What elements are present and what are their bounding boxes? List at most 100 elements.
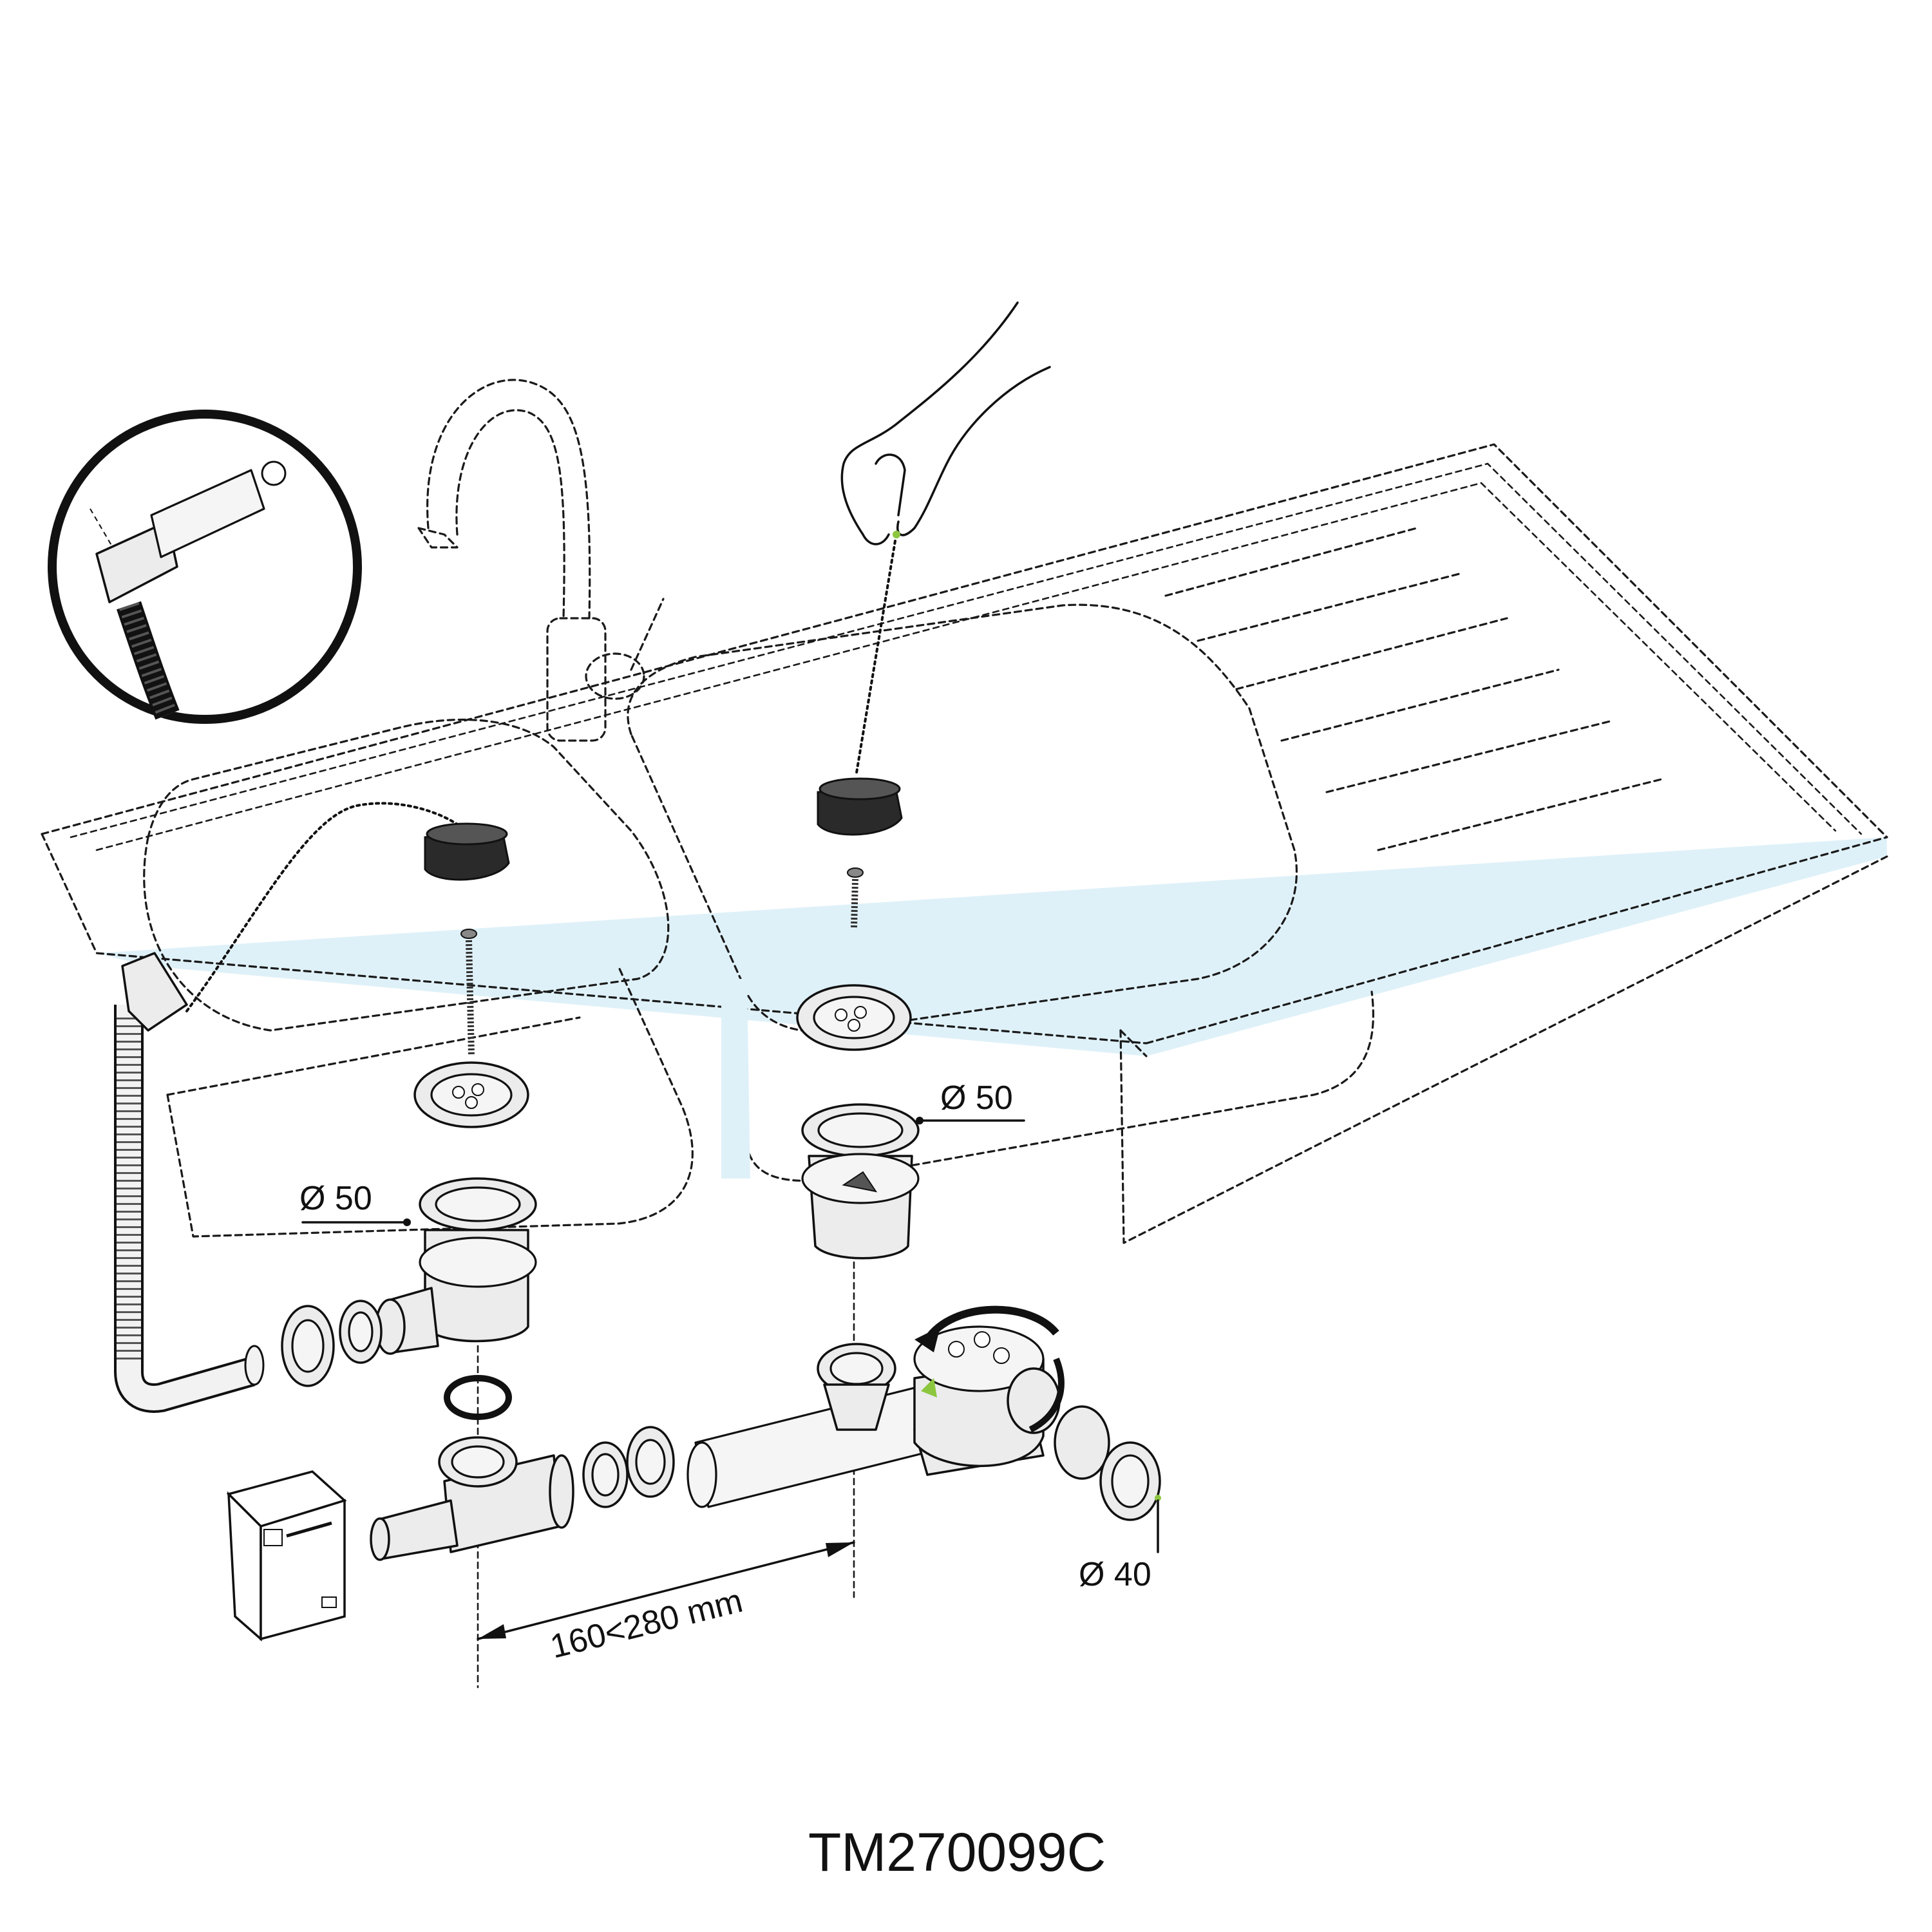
strainer-left-basket (430, 1073, 513, 1117)
drainer-groove (1280, 668, 1560, 742)
reference-code: TM270099C (808, 1822, 1106, 1882)
appliance-spigot-end (370, 1517, 390, 1561)
drainer-groove (1325, 720, 1611, 793)
outlet-right-cross (842, 1171, 878, 1193)
outlet-nut-inner (1111, 1454, 1150, 1508)
outlet-right-opening (817, 1112, 904, 1148)
screw-right (851, 878, 858, 928)
trap-accent (921, 1378, 937, 1397)
left-bowl-basin (166, 965, 694, 1238)
countertop-top-edge (41, 443, 1888, 838)
left-plug-assembly (185, 802, 510, 1012)
strainer-hole (465, 1096, 478, 1109)
tap-lever (630, 598, 665, 671)
washer-panel (263, 1529, 283, 1546)
strainer-left (413, 1061, 529, 1128)
overflow-hose-end (244, 1345, 265, 1386)
countertop-edge-highlight (97, 837, 1887, 1056)
middle-washer-inner (591, 1453, 620, 1497)
tap-handle-joint (585, 652, 645, 700)
trap-hole (993, 1347, 1010, 1364)
inset-overflow-plate (150, 469, 265, 558)
trap-outlet (1007, 1367, 1061, 1434)
screws (460, 867, 864, 1057)
plug-chain-left (185, 802, 459, 1012)
strainer-hole (854, 1006, 867, 1019)
plug-chain-right (855, 540, 896, 774)
waste-outlet-left (375, 1177, 537, 1355)
left-nut-inner (291, 1319, 325, 1373)
rotation-arrow-head (914, 1327, 940, 1352)
overflow-hose (114, 952, 265, 1413)
outlet-left-washer (419, 1236, 537, 1288)
chain-clip-accent (893, 531, 900, 538)
drainer-grooves (1164, 527, 1663, 851)
countertop-right-front-edge (1145, 836, 1888, 1045)
drainer-groove (1377, 778, 1663, 851)
plug-left-top (426, 822, 508, 846)
bottle-trap-top (913, 1325, 1045, 1392)
tee-side-thread (549, 1454, 574, 1529)
hand-lifting-plug (817, 301, 1051, 836)
appliance-spigot (376, 1499, 459, 1560)
washer-front (260, 1499, 346, 1641)
left-coupling-parts (281, 1300, 383, 1387)
trap-hole (974, 1331, 990, 1348)
tap-body (546, 617, 607, 742)
plug-right-top (819, 777, 901, 800)
washer-controls (286, 1521, 332, 1538)
washing-machine-icon (226, 1470, 347, 1642)
tee-top-opening (451, 1445, 505, 1479)
cabinet-corner (1119, 1029, 1148, 1057)
middle-nut-inner (635, 1439, 666, 1485)
inset-guide-line (90, 508, 113, 548)
label-left-diameter: Ø 50 (299, 1180, 372, 1217)
outlet-left-opening (435, 1186, 521, 1222)
trap-hole (948, 1341, 965, 1358)
overflow-head (121, 952, 188, 1032)
leader-right-dot (916, 1117, 923, 1124)
left-washer-inner (348, 1311, 374, 1352)
distance-dimension-line (477, 1541, 855, 1640)
hand-outline (840, 301, 1051, 545)
overflow-hose-tube (117, 1005, 255, 1410)
right-tee-neck (823, 1383, 890, 1431)
sink-countertop-outline (41, 379, 1888, 1244)
washer-door-small (321, 1596, 337, 1608)
strainer-hole (835, 1009, 848, 1021)
strainer-hole (848, 1019, 860, 1032)
tap-spout-tip (417, 527, 459, 549)
hand-finger (875, 453, 906, 516)
countertop-inner-rim (70, 462, 1862, 838)
drainer-groove (1164, 527, 1418, 597)
overflow-detail-inset (48, 410, 362, 724)
distance-arrow-right (826, 1542, 854, 1557)
outlet-seal (1054, 1405, 1110, 1480)
drainer-groove (1235, 617, 1508, 690)
right-tee-opening (829, 1352, 884, 1385)
right-bowl-basin (739, 978, 1374, 1182)
strainer-hole (452, 1086, 465, 1099)
extension-pipe-end (687, 1441, 717, 1508)
label-overflow-diameter: Ø 40 (1079, 1556, 1151, 1593)
screw-left (466, 940, 475, 1057)
countertop-inner-rim-2 (95, 482, 1837, 851)
strainer-right-basket (813, 996, 895, 1039)
rotation-arrow-arc (924, 1305, 1059, 1342)
label-right-diameter: Ø 50 (940, 1079, 1013, 1117)
countertop-front-edge (41, 833, 1148, 1045)
rotation-arrow-arc-2 (1028, 1358, 1065, 1433)
outlet-accent (1155, 1495, 1161, 1501)
o-ring (444, 1375, 512, 1420)
strainer-right (796, 984, 912, 1051)
drainer-groove (1197, 572, 1463, 642)
lower-pipe-assembly (370, 1305, 1161, 1561)
screw-right-head (847, 867, 864, 878)
right-bowl-wall-highlight (721, 979, 750, 1179)
distance-arrow-left (478, 1624, 506, 1639)
left-bowl-rim (143, 718, 670, 1032)
strainer-hole (471, 1083, 484, 1096)
inset-screw (261, 460, 287, 486)
screw-left-head (460, 929, 477, 939)
